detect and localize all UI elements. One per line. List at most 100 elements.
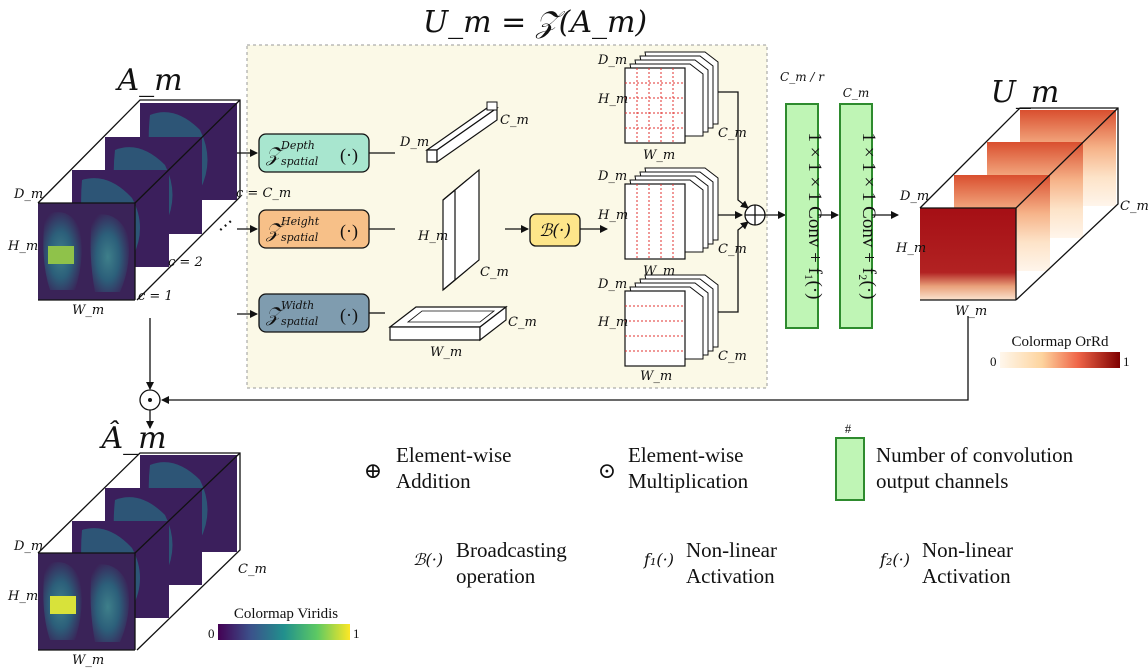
branch-depth: 𝒵 Depth spatial (·) — [258, 133, 370, 173]
input-width-label: W_m — [72, 303, 104, 318]
result-height-label: H_m — [7, 589, 38, 604]
cube1-w-label: W_m — [643, 148, 675, 163]
main-title: U_m = 𝒵(A_m) — [423, 5, 647, 40]
viridis-title: Colormap Viridis — [234, 606, 338, 622]
width-op-sub: spatial — [281, 315, 319, 328]
height-bar: H_m C_m — [417, 168, 509, 292]
result-channel-label: C_m — [238, 562, 267, 577]
conv2: C_m 1 × 1 × 1 Conv + f₂(·) — [839, 86, 879, 329]
legend-add-symbol: ⊕ — [364, 459, 382, 484]
width-bar: W_m C_m — [388, 305, 537, 360]
result-width-label: W_m — [72, 653, 104, 668]
cube2-c-label: C_m — [718, 242, 747, 257]
depth-op-sub: spatial — [281, 155, 319, 168]
width-op-symbol: 𝒵 — [265, 302, 286, 326]
broadcast-box — [529, 213, 581, 247]
cube1-h-label: H_m — [597, 92, 628, 107]
legend: ⊕ Element-wise Addition ⊙ Element-wise M… — [364, 421, 1074, 588]
legend-bc-symbol: ℬ(·) — [413, 550, 443, 569]
result-volume: Â_m D_m H_m W_m C_m — [7, 420, 267, 668]
legend-conv-line2: output channels — [876, 469, 1008, 493]
viridis-min: 0 — [208, 626, 215, 641]
legend-mul-line2: Multiplication — [628, 469, 749, 493]
output-channel-label: C_m — [1120, 199, 1148, 214]
addition-node — [744, 204, 766, 226]
depth-bar-d-label: D_m — [399, 135, 429, 150]
input-height-label: H_m — [7, 239, 38, 254]
height-bar-h-label: H_m — [417, 229, 448, 244]
width-op-super: Width — [281, 299, 314, 312]
legend-add-line2: Addition — [396, 469, 471, 493]
width-bar-c-label: C_m — [508, 315, 537, 330]
legend-f1-symbol: f₁(·) — [643, 550, 674, 569]
conv1-channels: C_m / r — [780, 70, 825, 84]
output-width-label: W_m — [955, 304, 987, 319]
input-name: A_m — [114, 63, 182, 98]
output-name: U_m — [991, 75, 1060, 110]
cube2-d-label: D_m — [597, 169, 627, 184]
width-op-arg: (·) — [340, 305, 358, 326]
colormap-viridis: Colormap Viridis 0 1 — [208, 606, 360, 641]
cube3-h-label: H_m — [597, 315, 628, 330]
cube-depth: D_m H_m W_m C_m — [597, 51, 747, 163]
depth-op-arg: (·) — [340, 145, 358, 166]
result-depth-label: D_m — [13, 539, 43, 554]
conv1-box — [785, 103, 819, 329]
svg-text:𝒵: 𝒵 — [265, 218, 286, 242]
depth-op-super: Depth — [280, 139, 315, 152]
width-bar-w-label: W_m — [430, 345, 462, 360]
legend-f2-line2: Activation — [922, 564, 1011, 588]
input-volume: A_m D_m H_m W_m c = C_m c = 2 c = 1 ⋯ — [7, 63, 291, 318]
output-depth-label: D_m — [899, 189, 929, 204]
conv2-channels: C_m — [843, 86, 870, 100]
conv2-label: 1 × 1 × 1 Conv + f₂(·) — [858, 132, 879, 299]
cube3-c-label: C_m — [718, 349, 747, 364]
cube3-d-label: D_m — [597, 277, 627, 292]
legend-bc-line2: operation — [456, 564, 536, 588]
conv2-box — [839, 103, 873, 329]
branch-width: 𝒵 Width spatial (·) — [258, 293, 370, 333]
legend-conv-swatch — [835, 437, 865, 501]
legend-f1-line1: Non-linear — [686, 538, 777, 562]
channel-1-label: c = 1 — [138, 289, 173, 304]
svg-text:𝒵: 𝒵 — [265, 142, 286, 166]
orrd-title: Colormap OrRd — [1011, 334, 1109, 350]
legend-bc-line1: Broadcasting — [456, 538, 567, 562]
height-op-symbol: 𝒵 — [265, 218, 286, 242]
legend-add-line1: Element-wise — [396, 443, 511, 467]
height-op-arg: (·) — [340, 221, 358, 242]
output-height-label: H_m — [895, 241, 926, 256]
legend-conv-line1: Number of convolution — [876, 443, 1074, 467]
multiplication-node — [139, 389, 161, 411]
conv1-label: 1 × 1 × 1 Conv + f₁(·) — [804, 132, 825, 299]
cube-width: D_m H_m W_m C_m — [597, 274, 747, 384]
colormap-orrd: Colormap OrRd 0 1 — [990, 334, 1130, 369]
cube1-c-label: C_m — [718, 126, 747, 141]
channel-2-label: c = 2 — [168, 255, 203, 270]
cube1-d-label: D_m — [597, 53, 627, 68]
channel-dots: ⋯ — [212, 212, 239, 240]
depth-op-symbol: 𝒵 — [265, 142, 286, 166]
broadcast-label: ℬ(·) — [539, 221, 571, 241]
legend-mul-line1: Element-wise — [628, 443, 743, 467]
branch-height: 𝒵 Height spatial (·) — [258, 209, 370, 249]
output-volume: U_m D_m H_m W_m C_m — [895, 75, 1148, 319]
viridis-max: 1 — [353, 626, 360, 641]
legend-f1-line2: Activation — [686, 564, 775, 588]
result-name: Â_m — [98, 420, 166, 456]
cube-height: D_m H_m W_m C_m — [597, 167, 747, 279]
cube2-h-label: H_m — [597, 208, 628, 223]
legend-mul-symbol: ⊙ — [598, 459, 616, 484]
orrd-min: 0 — [990, 354, 997, 369]
orrd-max: 1 — [1123, 354, 1130, 369]
cube3-w-label: W_m — [640, 369, 672, 384]
height-op-sub: spatial — [281, 231, 319, 244]
channel-last-label: c = C_m — [236, 186, 291, 201]
legend-f2-symbol: f₂(·) — [879, 550, 910, 569]
conv1: C_m / r 1 × 1 × 1 Conv + f₁(·) — [780, 70, 825, 329]
input-depth-label: D_m — [13, 187, 43, 202]
svg-text:𝒵: 𝒵 — [265, 302, 286, 326]
legend-f2-line1: Non-linear — [922, 538, 1013, 562]
